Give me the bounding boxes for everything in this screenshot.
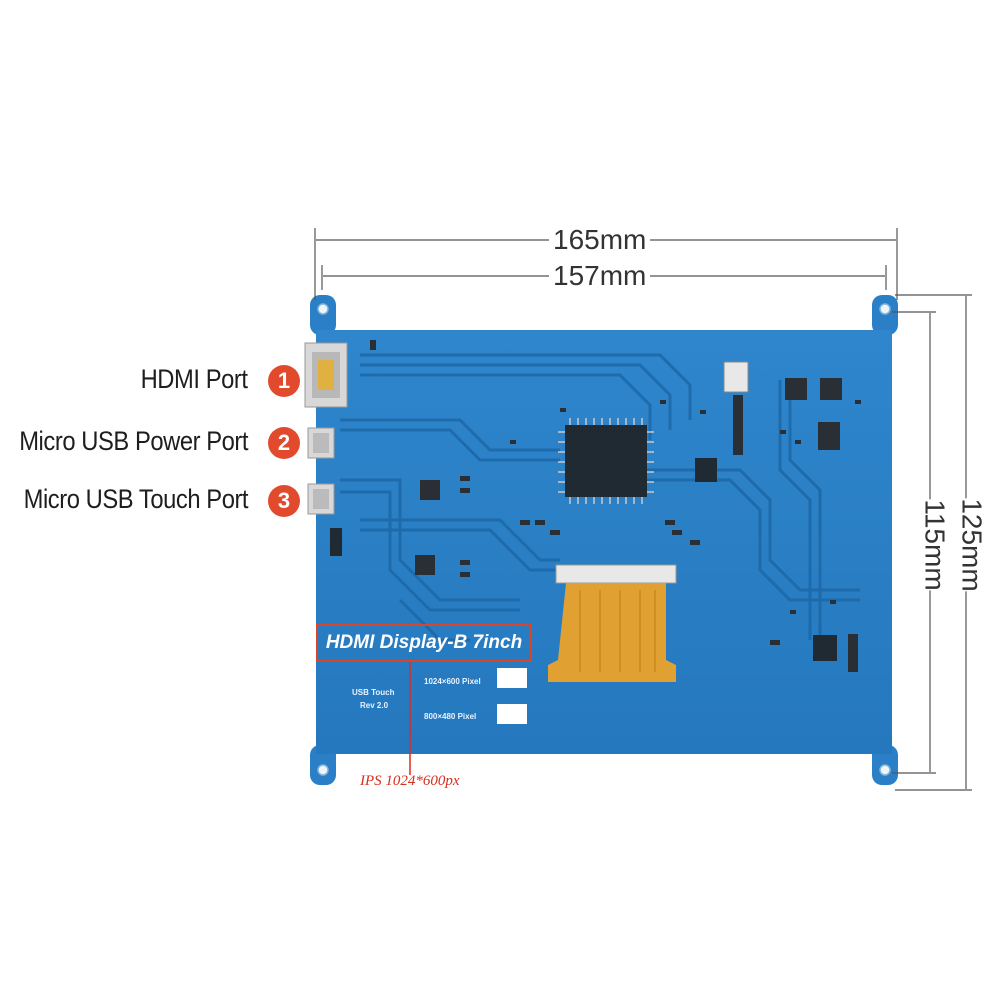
resolution-label-2: 800×480 Pixel — [424, 712, 477, 721]
port-label-micro-usb-touch: Micro USB Touch Port — [23, 484, 249, 514]
callout-badge-2: 2 — [268, 427, 300, 459]
pcb-board — [316, 330, 892, 754]
callout-badge-3: 3 — [268, 485, 300, 517]
micro-usb-power-connector — [307, 427, 335, 459]
port-label-hdmi: HDMI Port — [141, 364, 248, 394]
usb-touch-rev-label: Rev 2.0 — [360, 701, 389, 710]
board-title: HDMI Display-B 7inch — [316, 624, 532, 662]
usb-touch-label: USB Touch — [352, 688, 395, 697]
outer-height-label: 125mm — [951, 498, 992, 592]
outer-width-label: 165mm — [549, 224, 651, 256]
ips-resolution-note: IPS 1024*600px — [360, 773, 460, 789]
fpc-ribbon — [548, 564, 677, 682]
micro-usb-touch-connector — [307, 483, 335, 515]
resolution-checkbox-2 — [497, 704, 527, 724]
components — [330, 340, 861, 672]
mounting-holes — [317, 303, 891, 776]
inner-width-label: 157mm — [549, 260, 651, 292]
inner-height-label: 115mm — [914, 499, 955, 591]
resolution-checkbox-1 — [497, 668, 527, 688]
hdmi-connector — [304, 342, 348, 408]
resolution-label-1: 1024×600 Pixel — [424, 677, 481, 686]
port-label-micro-usb-power: Micro USB Power Port — [19, 426, 248, 456]
pcb-traces — [340, 353, 860, 642]
callout-badge-1: 1 — [268, 365, 300, 397]
